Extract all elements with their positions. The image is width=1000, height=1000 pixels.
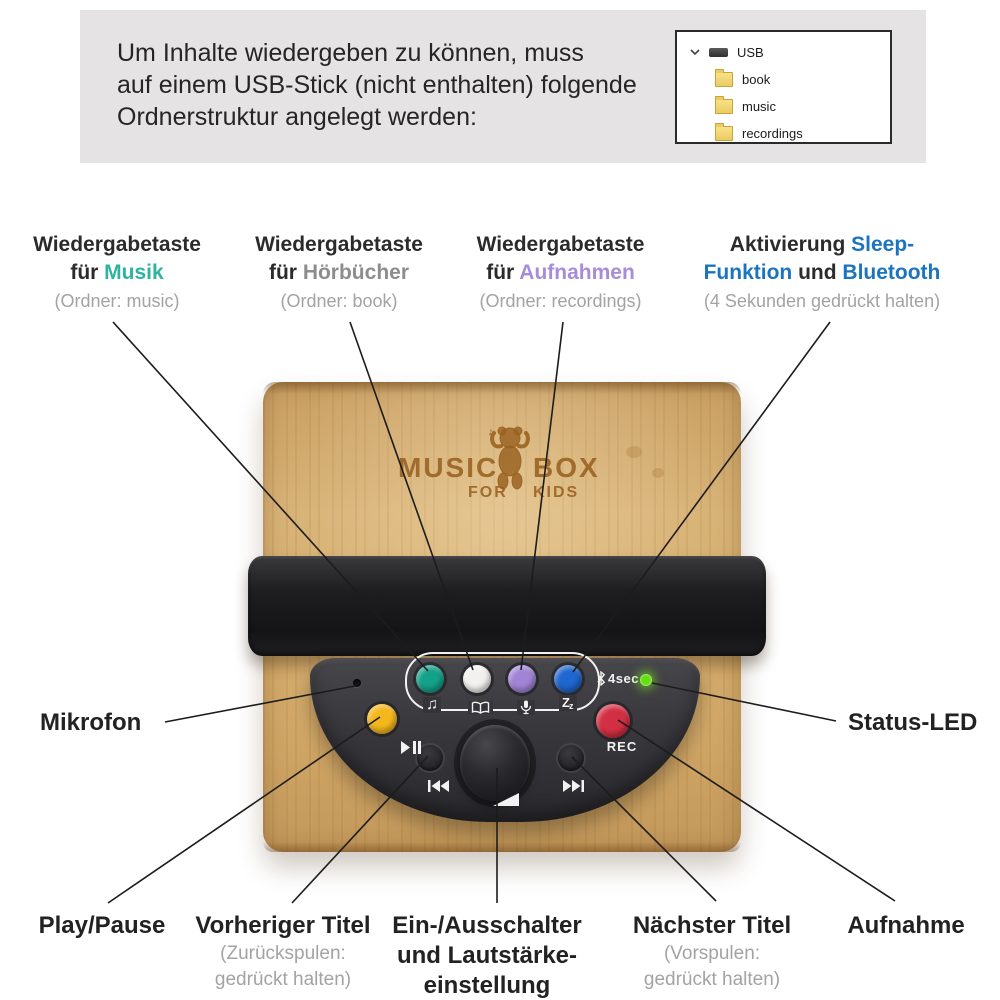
label-hold-hint: (4 Sekunden gedrückt halten) (703, 291, 941, 311)
rec-label: REC (606, 739, 638, 754)
label-music-playback: Wiedergabetaste für Musik (Ordner: music… (17, 231, 217, 315)
bluetooth-hold-duration: 4sec (608, 671, 639, 686)
folder-icon (715, 68, 733, 87)
folder-icon (715, 122, 733, 141)
folder-label: book (742, 71, 771, 87)
label-microphone: Mikrofon (40, 709, 142, 736)
sleep-bluetooth-button (554, 665, 582, 693)
usb-folder-row: recordings (715, 121, 803, 145)
info-text: Um Inhalte wiedergeben zu können, muss a… (117, 37, 637, 133)
label-power-volume: Ein-/Ausschalter und Lautstärke- einstel… (392, 912, 582, 999)
label-hold-hint: (Zurückspulen: (220, 943, 346, 964)
folder-label: music (742, 98, 776, 114)
label-line: für Aufnahmen (486, 261, 635, 284)
music-note-icon: ♫ (423, 697, 441, 713)
logo-word-box: BOX (533, 452, 600, 483)
usb-root-label: USB (737, 44, 764, 60)
microphone-hole (353, 679, 361, 687)
folder-label: recordings (742, 125, 803, 141)
label-status-led: Status-LED (848, 709, 978, 736)
book-icon (468, 701, 493, 714)
audiobook-playback-button (463, 665, 491, 693)
label-hold-hint: (Vorspulen: (663, 943, 761, 964)
usb-folder-tree-window: USB book music recordings (675, 30, 892, 144)
label-next-title: Nächster Titel (Vorspulen: gedrückt halt… (602, 911, 822, 993)
info-line-1: Um Inhalte wiedergeben zu können, muss (117, 39, 584, 67)
next-track-icon (563, 780, 584, 792)
logo-word-kids: KIDS (533, 484, 580, 501)
label-hold-hint: gedrückt halten) (214, 969, 352, 990)
carry-strap (248, 556, 766, 656)
label-line: für Hörbücher (268, 261, 409, 284)
label-line: Wiedergabetaste (33, 233, 201, 256)
label-audiobook-playback: Wiedergabetaste für Hörbücher (Ordner: b… (239, 231, 439, 315)
label-folder-hint: (Ordner: recordings) (479, 291, 642, 311)
logo-word-for: FOR (468, 484, 508, 501)
record-button (596, 704, 630, 738)
logo-word-music: MUSIC (398, 452, 499, 483)
music-playback-button (416, 665, 444, 693)
volume-icon (493, 793, 519, 806)
label-folder-hint: (Ordner: book) (280, 291, 398, 311)
recordings-playback-button (508, 665, 536, 693)
usb-folder-row: book (715, 67, 770, 91)
label-record: Aufnahme (847, 912, 965, 939)
label-previous-title: Vorheriger Titel (Zurückspulen: gedrückt… (183, 911, 383, 993)
previous-track-icon (428, 780, 449, 792)
chevron-down-icon (690, 49, 700, 56)
teddy-bear-logo-icon: ♪ (488, 426, 530, 490)
usb-drive-icon (709, 47, 728, 57)
status-led (640, 674, 652, 686)
play-pause-icon (401, 741, 421, 754)
play-pause-button (367, 704, 397, 734)
label-sleep-bluetooth: Aktivierung Sleep- Funktion und Bluetoot… (688, 231, 956, 315)
usb-folder-row: music (715, 94, 776, 118)
microphone-icon (517, 700, 535, 715)
bluetooth-icon (597, 671, 606, 686)
power-volume-knob (460, 725, 530, 801)
label-hold-hint: gedrückt halten) (643, 969, 781, 990)
label-folder-hint: (Ordner: music) (54, 291, 180, 311)
info-line-3: Ordnerstruktur angelegt werden: (117, 103, 477, 131)
paw-print-decoration (626, 446, 642, 458)
label-line: Wiedergabetaste (476, 233, 645, 256)
label-line: Aktivierung Sleep- (729, 233, 915, 256)
label-line: Funktion und Bluetooth (703, 261, 941, 284)
sleep-zz-icon: Zz (559, 695, 578, 711)
label-play-pause: Play/Pause (38, 912, 166, 939)
next-track-button (558, 745, 584, 771)
info-line-2: auf einem USB-Stick (nicht enthalten) fo… (117, 71, 637, 99)
usb-root-row: USB (689, 40, 764, 64)
label-recordings-playback: Wiedergabetaste für Aufnahmen (Ordner: r… (458, 231, 663, 315)
svg-text:♪: ♪ (488, 426, 494, 438)
info-box: Um Inhalte wiedergeben zu können, muss a… (80, 10, 926, 163)
folder-icon (715, 95, 733, 114)
label-line: Wiedergabetaste (255, 233, 423, 256)
paw-print-decoration (652, 468, 664, 478)
label-line: für Musik (70, 261, 164, 284)
